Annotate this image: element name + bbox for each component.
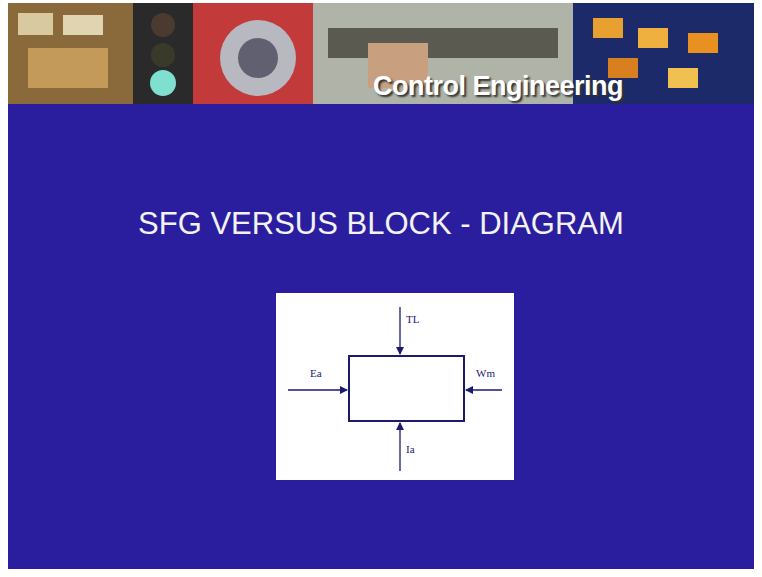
signal-label: Ea <box>310 367 322 379</box>
slide-title: SFG VERSUS BLOCK - DIAGRAM <box>8 206 754 242</box>
signal-label: Wm <box>476 367 495 379</box>
signal-label: TL <box>406 313 419 325</box>
block-symbol <box>276 293 514 480</box>
figure-panel: TL Ea Wm Ia <box>276 293 514 480</box>
banner-brand: Control Engineering <box>373 71 623 102</box>
signal-label: Ia <box>406 443 415 455</box>
slide-background: Control Engineering SFG VERSUS BLOCK - D… <box>8 3 754 569</box>
